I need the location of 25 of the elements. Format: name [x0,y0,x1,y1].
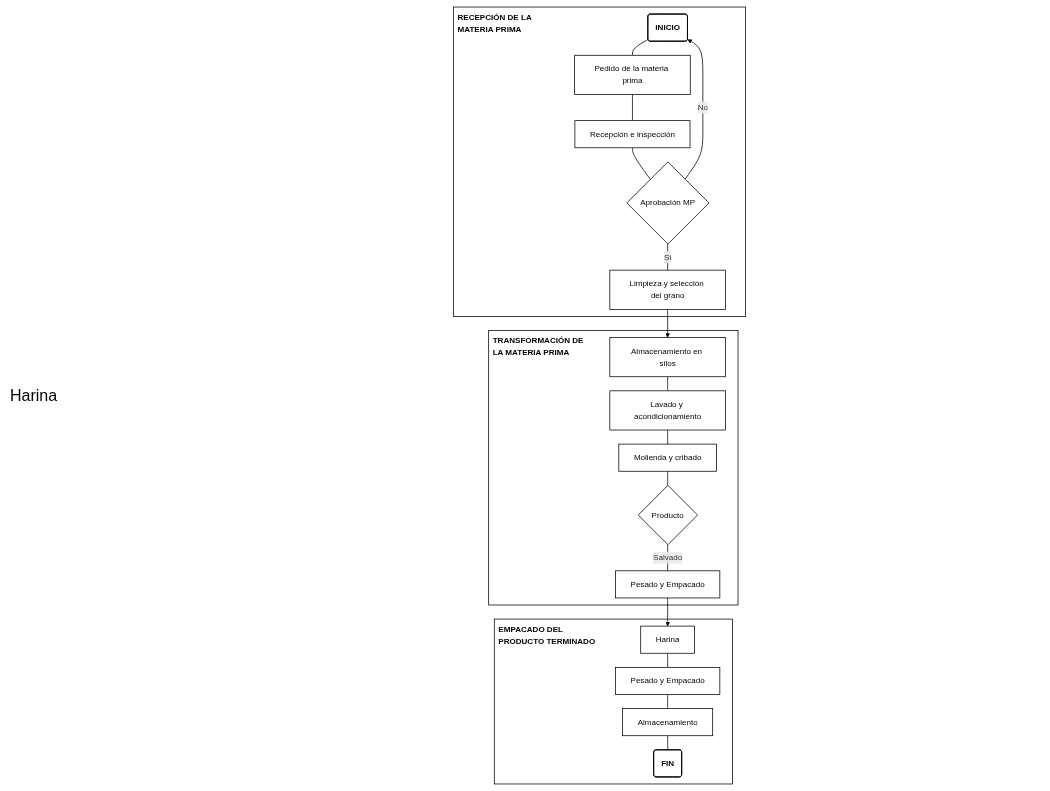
node-box: Pesado y Empacado [615,666,721,695]
node-box: Almacenamiento en silos [609,337,727,378]
edge-label: Salvado [653,553,683,562]
node-box: Harina [640,625,696,654]
node-box: Pedido de la materia prima [574,54,692,95]
node-box: Almacenamiento [622,708,714,737]
connector [667,376,669,392]
node-box: Recepción e inspección [574,120,691,149]
node-diamond: Aprobación MP [626,161,710,245]
edge-label: Si [664,252,672,262]
connector [667,429,669,445]
connector [667,652,669,668]
node-box: Lavado y acondicionamiento [609,390,727,431]
connector [667,470,669,486]
connector [632,94,634,121]
node-box: Molienda y cribado [618,443,718,472]
edge-label: No [698,103,709,112]
node-diamond: Producto [638,484,699,546]
connector [632,147,652,180]
branch-label: Harina [10,386,59,405]
node-box: Limpieza y selección del grano [609,269,727,310]
node-box: Pesado y Empacado [615,570,721,599]
connector [667,735,669,751]
connector [667,694,669,709]
connector [632,39,649,56]
